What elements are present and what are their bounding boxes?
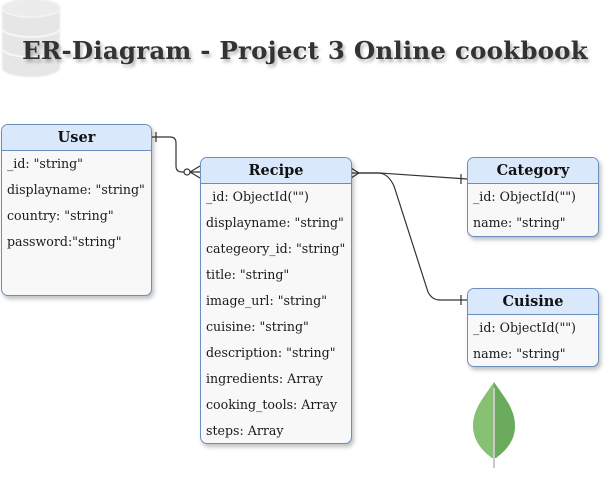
diagram-title: ER-Diagram - Project 3 Online cookbook — [22, 36, 588, 65]
user-field: password:"string" — [7, 234, 122, 249]
entity-user[interactable]: User _id: "string" displayname: "string"… — [1, 124, 152, 296]
category-field: _id: ObjectId("") — [473, 189, 576, 204]
cuisine-field: _id: ObjectId("") — [473, 320, 576, 335]
recipe-field: title: "string" — [206, 267, 290, 282]
recipe-field: cooking_tools: Array — [206, 397, 338, 412]
entity-recipe[interactable]: Recipe _id: ObjectId("") displayname: "s… — [200, 157, 352, 444]
recipe-field: cuisine: "string" — [206, 319, 309, 334]
user-field: _id: "string" — [7, 156, 83, 171]
connector-recipe-cuisine — [359, 172, 467, 305]
user-field: country: "string" — [7, 208, 114, 223]
recipe-field: displayname: "string" — [206, 215, 344, 230]
entity-category-title: Category — [468, 158, 598, 184]
recipe-field: description: "string" — [206, 345, 336, 360]
entity-category[interactable]: Category _id: ObjectId("") name: "string… — [467, 157, 599, 237]
connector-user-recipe — [151, 132, 201, 179]
entity-recipe-title: Recipe — [201, 158, 351, 184]
entity-cuisine[interactable]: Cuisine _id: ObjectId("") name: "string" — [467, 288, 599, 367]
user-field: displayname: "string" — [7, 182, 145, 197]
database-icon — [1, 0, 61, 78]
mongodb-leaf-icon — [473, 382, 515, 468]
recipe-field: _id: ObjectId("") — [206, 189, 309, 204]
recipe-field: image_url: "string" — [206, 293, 328, 308]
recipe-field: ingredients: Array — [206, 371, 323, 386]
cuisine-field: name: "string" — [473, 346, 566, 361]
entity-user-title: User — [2, 125, 151, 151]
recipe-field: steps: Array — [206, 423, 284, 438]
entity-cuisine-title: Cuisine — [468, 289, 598, 315]
connector-recipe-category — [350, 167, 468, 184]
recipe-field: categeory_id: "string" — [206, 241, 346, 256]
category-field: name: "string" — [473, 215, 566, 230]
